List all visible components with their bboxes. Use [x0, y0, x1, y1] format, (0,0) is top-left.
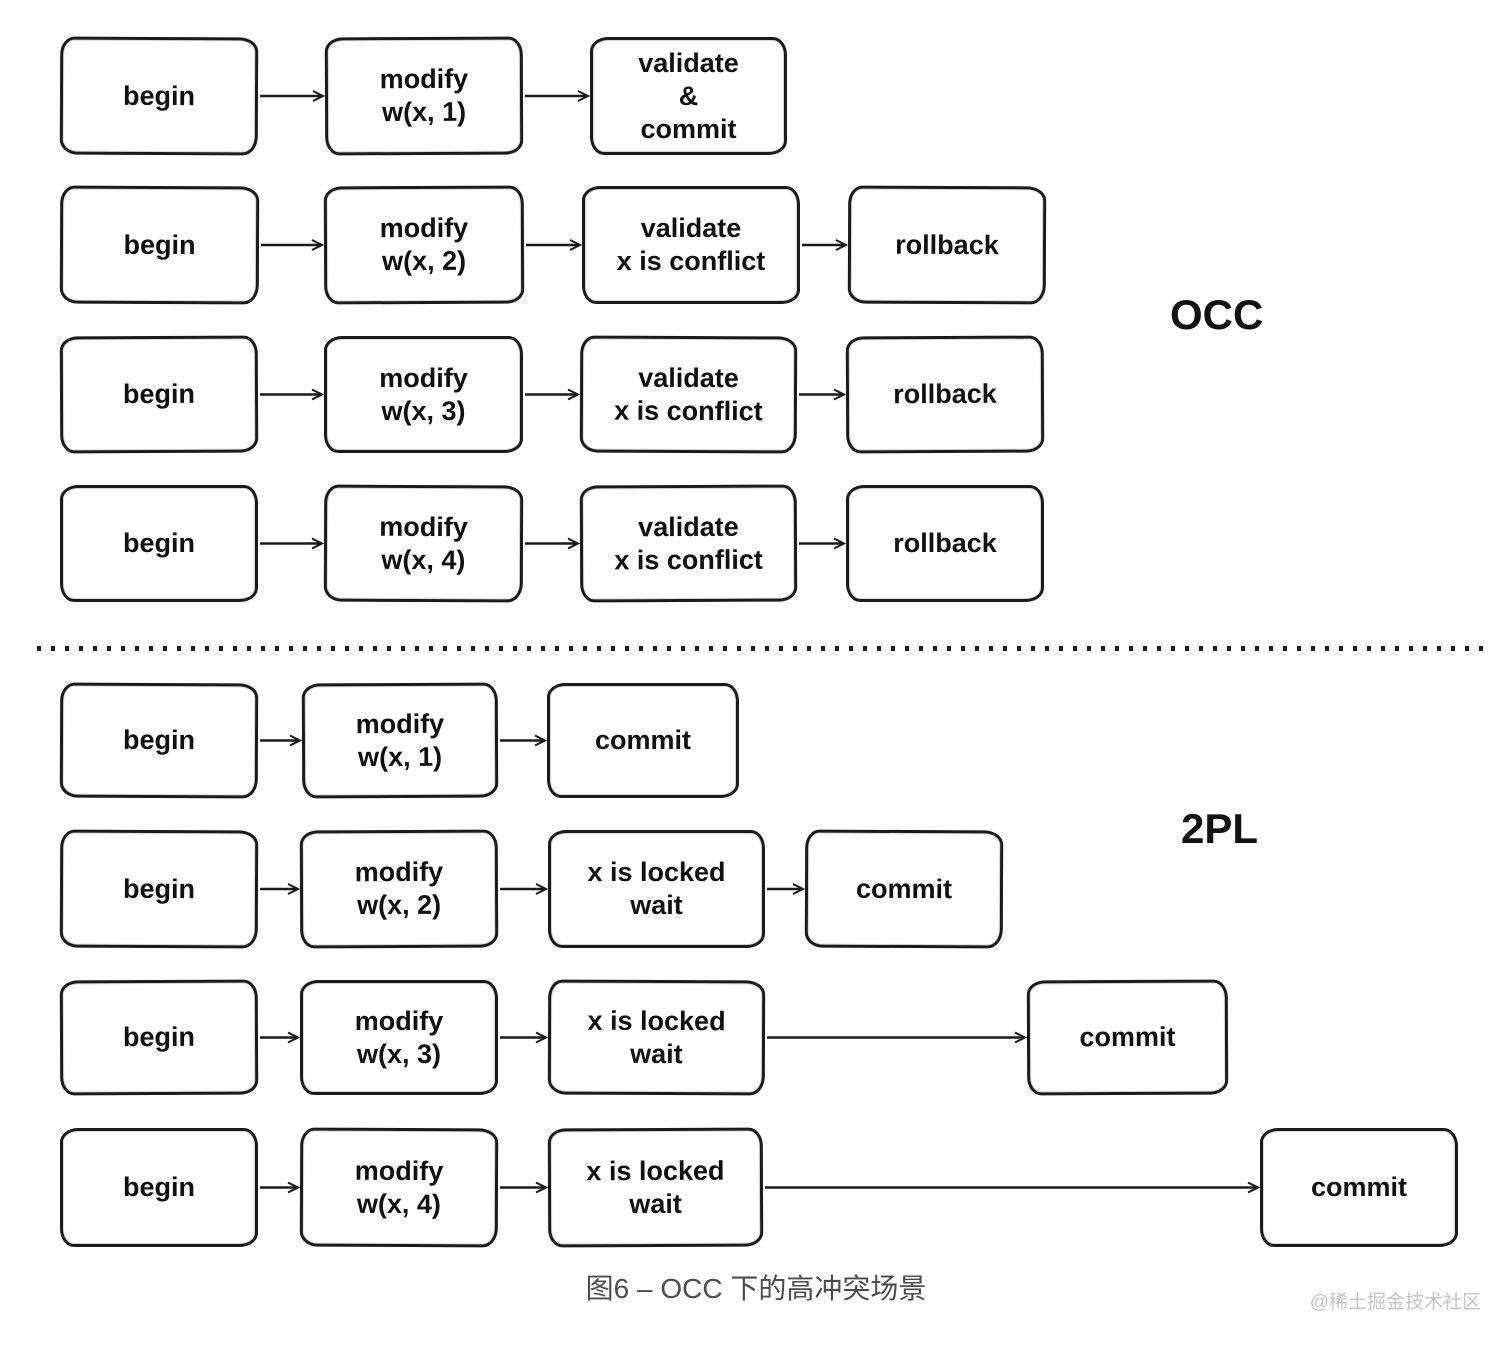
- flow-node-label: x is conflict: [614, 544, 763, 575]
- flow-node-label: begin: [122, 80, 196, 111]
- section-label-2pl: 2PL: [1181, 805, 1259, 852]
- flow-node-label: modify: [354, 1155, 444, 1186]
- flow-node-label: rollback: [893, 378, 997, 410]
- flow-node-label: begin: [122, 724, 196, 756]
- flow-node-commit: commit: [804, 829, 1004, 949]
- dotted-divider: [37, 646, 1490, 651]
- flow-node-label: modify: [379, 212, 469, 244]
- flow-node-label: wait: [630, 1038, 683, 1069]
- flow-node-label: &: [678, 80, 699, 111]
- flow-node-label: modify: [354, 856, 444, 888]
- flow-node-label: begin: [123, 229, 196, 260]
- flow-node-label: begin: [122, 1021, 196, 1053]
- flow-node-label: commit: [640, 113, 737, 144]
- flow-node-label: modify: [379, 511, 468, 542]
- section-label-occ: OCC: [1170, 291, 1264, 338]
- flow-node-label: commit: [594, 725, 692, 755]
- flow-node-label: rollback: [895, 229, 999, 260]
- flow-node-begin: begin: [59, 829, 259, 949]
- flow-node-label: validate: [638, 362, 739, 393]
- flow-node-label: w(x, 3): [381, 395, 466, 426]
- flow-node-begin: begin: [59, 979, 259, 1096]
- flow-node-label: x is locked: [587, 1005, 726, 1036]
- flow-node-label: modify: [355, 708, 445, 739]
- flow-node-label: modify: [354, 1005, 444, 1036]
- flow-node-label: begin: [122, 873, 196, 904]
- flow-node-label: w(x, 4): [381, 544, 466, 575]
- flow-node-label: x is locked: [587, 857, 726, 887]
- flow-node-rollback: rollback: [845, 335, 1045, 454]
- flow-node-label: commit: [855, 873, 953, 904]
- watermark: @稀土掘金技术社区: [1309, 1292, 1481, 1313]
- flow-node-label: validate: [640, 213, 742, 243]
- flow-node-begin: begin: [60, 1128, 258, 1247]
- flow-node-label: w(x, 1): [357, 741, 443, 772]
- flow-node-label: w(x, 2): [356, 889, 442, 921]
- flow-node-label: w(x, 1): [381, 96, 467, 128]
- flow-node-begin: begin: [60, 485, 258, 602]
- flow-node-begin: begin: [59, 185, 260, 305]
- flow-node-label: commit: [1310, 1172, 1408, 1202]
- flow-node-commit: commit: [547, 683, 739, 798]
- flow-node-label: x is conflict: [614, 395, 763, 426]
- flow-node-label: x is conflict: [616, 246, 766, 276]
- flow-node-label: w(x, 3): [356, 1038, 442, 1069]
- flow-node-label: w(x, 4): [356, 1188, 442, 1219]
- flow-node-label: x is locked: [586, 1155, 725, 1186]
- flow-node-commit: commit: [1260, 1128, 1458, 1247]
- flow-node-validate-commit: validate&commit: [590, 37, 787, 155]
- flow-node-label: begin: [123, 1172, 195, 1202]
- flow-node-label: rollback: [893, 528, 997, 558]
- flow-node-label: modify: [379, 362, 468, 393]
- figure-caption: 图6 – OCC 下的高冲突场景: [585, 1273, 927, 1304]
- flow-node-label: commit: [1079, 1021, 1176, 1053]
- flow-node-label: begin: [123, 528, 195, 558]
- flow-node-label: validate: [638, 47, 739, 78]
- flow-node-label: modify: [379, 63, 469, 95]
- flow-node-label: w(x, 2): [381, 245, 467, 277]
- flow-node-label: begin: [122, 378, 196, 410]
- flow-node-rollback: rollback: [846, 485, 1044, 602]
- flow-node-label: validate: [638, 511, 739, 542]
- flow-node-begin: begin: [59, 335, 259, 454]
- flow-node-begin: begin: [59, 682, 259, 799]
- flow-node-rollback: rollback: [847, 185, 1047, 305]
- flow-node-commit: commit: [1026, 979, 1229, 1096]
- flow-node-label: wait: [630, 890, 683, 920]
- flow-node-label: wait: [629, 1188, 682, 1219]
- flow-node-begin: begin: [59, 36, 259, 156]
